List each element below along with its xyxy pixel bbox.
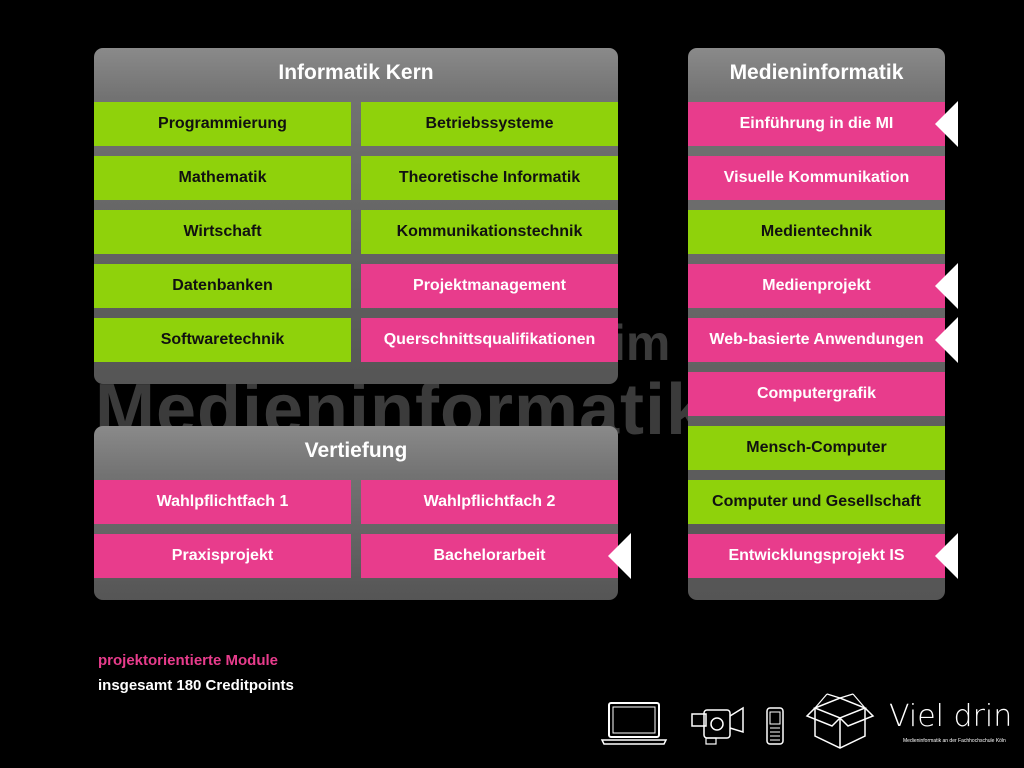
module-kommunikationstechnik: Kommunikationstechnik: [361, 210, 618, 254]
module-medienprojekt: Medienprojekt: [688, 264, 945, 308]
module-medientechnik: Medientechnik: [688, 210, 945, 254]
legend-credits: insgesamt 180 Creditpoints: [98, 677, 294, 694]
module-computer-und-gesellschaft: Computer und Gesellschaft: [688, 480, 945, 524]
module-computergrafik: Computergrafik: [688, 372, 945, 416]
module-wirtschaft: Wirtschaft: [94, 210, 351, 254]
panel-title-mi: Medieninformatik: [729, 61, 904, 84]
project-marker-icon: [935, 101, 958, 147]
module-betriebssysteme: Betriebssysteme: [361, 102, 618, 146]
brand-name: Viel drin: [889, 699, 1013, 734]
panel-title-vertiefung: Vertiefung: [304, 439, 408, 462]
laptop-icon: [600, 702, 668, 745]
module-visuelle-kommunikation: Visuelle Kommunikation: [688, 156, 945, 200]
module-mathematik: Mathematik: [94, 156, 351, 200]
module-wahlpflichtfach-1: Wahlpflichtfach 1: [94, 480, 351, 524]
module-theoretische-informatik: Theoretische Informatik: [361, 156, 618, 200]
project-marker-icon: [935, 317, 958, 363]
module-praxisprojekt: Praxisprojekt: [94, 534, 351, 578]
module-wahlpflichtfach-2: Wahlpflichtfach 2: [361, 480, 618, 524]
box-icon: [805, 693, 875, 749]
brand-subtitle: Medieninformatik an der Fachhochschule K…: [903, 738, 1006, 744]
module-projektmanagement: Projektmanagement: [361, 264, 618, 308]
module-datenbanken: Datenbanken: [94, 264, 351, 308]
watermark-line1: im: [612, 315, 671, 371]
module-mensch-computer: Mensch-Computer: [688, 426, 945, 470]
project-marker-icon: [935, 533, 958, 579]
project-marker-icon: [935, 263, 958, 309]
module-softwaretechnik: Softwaretechnik: [94, 318, 351, 362]
module-querschnittsqualifikationen: Querschnittsqualifikationen: [361, 318, 618, 362]
module-einfuhrung-in-die-mi: Einführung in die MI: [688, 102, 945, 146]
module-web-basierte-anwendungen: Web-basierte Anwendungen: [688, 318, 945, 362]
legend-projects: projektorientierte Module: [98, 652, 279, 669]
module-programmierung: Programmierung: [94, 102, 351, 146]
panel-title-kern: Informatik Kern: [278, 61, 434, 84]
project-marker-icon: [608, 533, 631, 579]
video-camera-icon: [691, 706, 744, 745]
module-entwicklungsprojekt-is: Entwicklungsprojekt IS: [688, 534, 945, 578]
mobile-phone-icon: [766, 707, 784, 745]
module-bachelorarbeit: Bachelorarbeit: [361, 534, 618, 578]
